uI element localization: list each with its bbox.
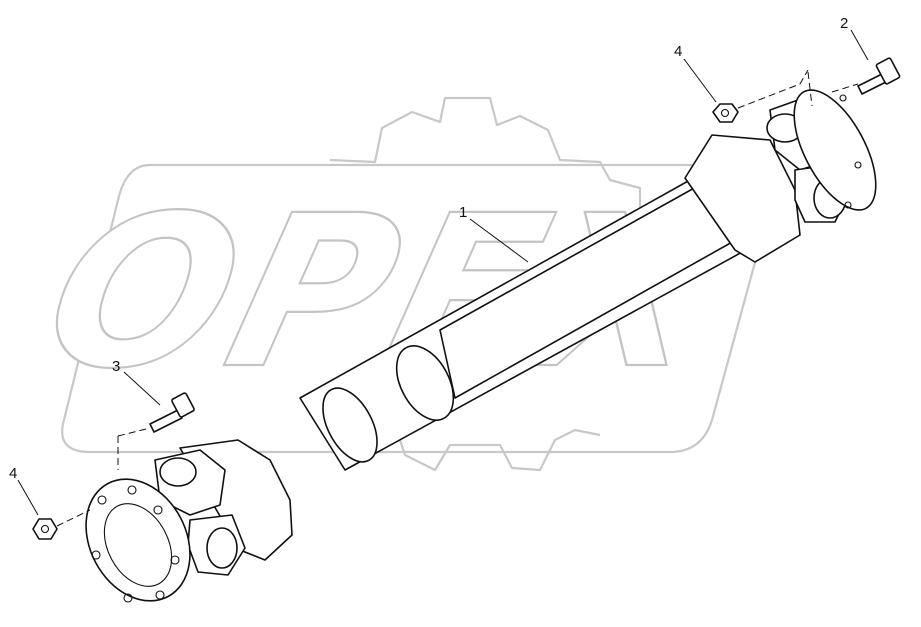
- callout-3: 3: [112, 358, 120, 375]
- callout-2: 2: [840, 15, 848, 32]
- callout-1: 1: [459, 204, 467, 221]
- nut-4-lower: [32, 518, 58, 540]
- flange-right: [793, 89, 877, 211]
- drive-shaft: [85, 89, 877, 603]
- bolt-3: [149, 392, 195, 433]
- bolt-2: [857, 57, 901, 95]
- callout-4-upper: 4: [674, 43, 682, 60]
- flange-holes: [91, 94, 862, 603]
- callout-leaders: [17, 29, 869, 516]
- watermark-gear-icon: [329, 96, 642, 472]
- callout-4-lower: 4: [9, 465, 17, 482]
- alignment-lines: [56, 69, 859, 527]
- nut-4-upper: [712, 103, 739, 123]
- callouts: 1 2 3 4 4: [9, 15, 848, 482]
